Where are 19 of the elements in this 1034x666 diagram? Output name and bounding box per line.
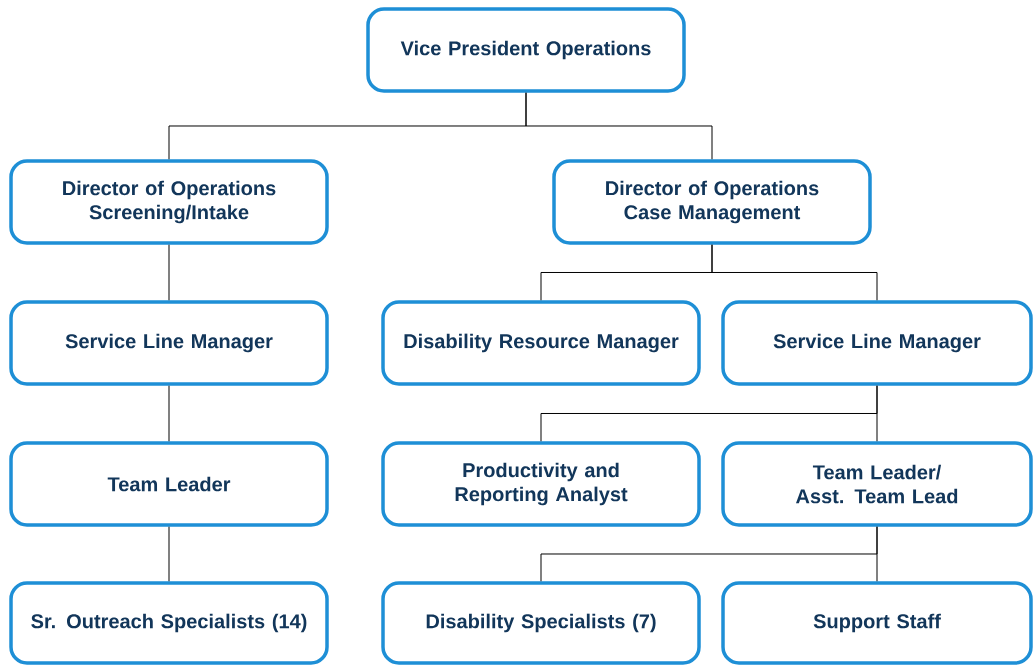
role-box: Disability Specialists (7) — [381, 581, 701, 665]
connector-line — [168, 526, 170, 582]
connector-line — [876, 526, 878, 582]
role-box: Director of Operations Screening/Intake — [9, 159, 329, 245]
connector-line — [168, 244, 170, 301]
role-box: Support Staff — [721, 581, 1033, 665]
connector-line — [525, 92, 713, 160]
role-box: Vice President Operations — [366, 7, 686, 93]
role-box: Service Line Manager — [721, 300, 1033, 386]
role-box: Productivity and Reporting Analyst — [381, 441, 701, 527]
connector-line — [876, 385, 878, 442]
role-box: Sr. Outreach Specialists (14) — [9, 581, 329, 665]
role-box: Team Leader/ Asst. Team Lead — [721, 441, 1033, 527]
role-box: Disability Resource Manager — [381, 300, 701, 386]
role-box: Director of Operations Case Management — [552, 159, 872, 245]
connector-line — [711, 244, 878, 301]
role-box: Service Line Manager — [9, 300, 329, 386]
role-box: Team Leader — [9, 441, 329, 527]
connector-line — [168, 385, 170, 442]
